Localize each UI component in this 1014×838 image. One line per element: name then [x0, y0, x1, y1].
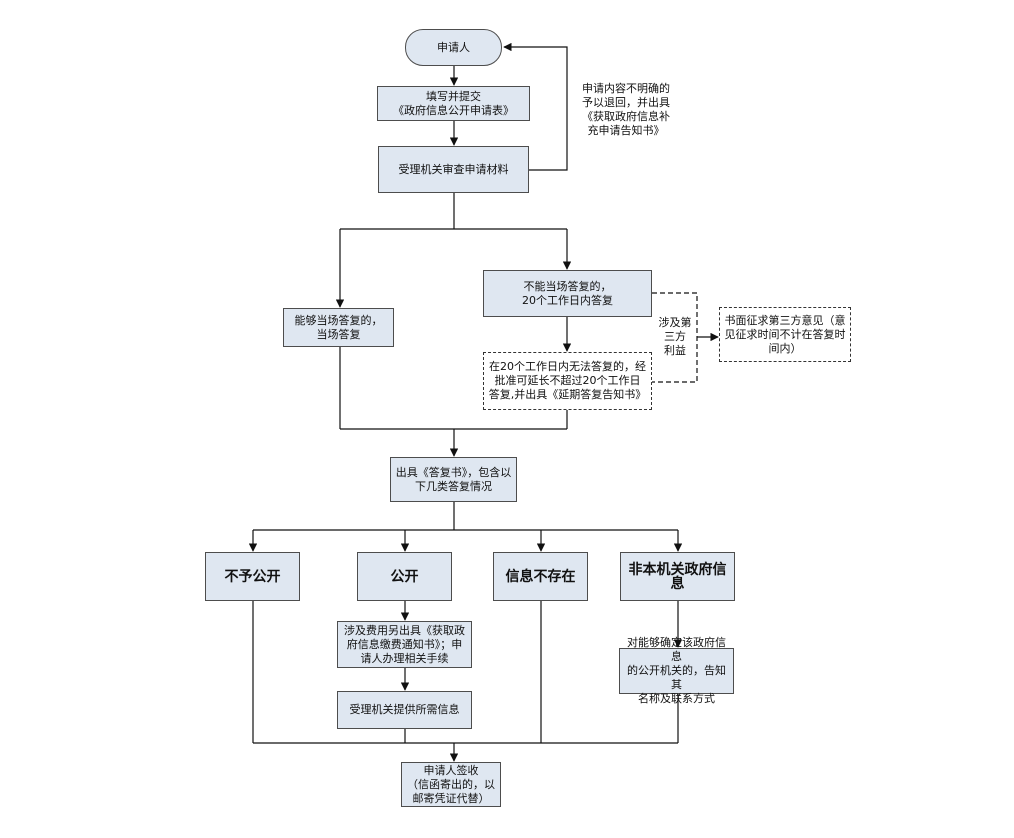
node-reply-letter: 出具《答复书》，包含以 下几类答复情况	[390, 457, 517, 502]
node-not-public: 不予公开	[205, 552, 300, 601]
node-fee: 涉及费用另出具《获取政 府信息缴费通知书》；申 请人办理相关手续	[337, 621, 472, 668]
note-return: 申请内容不明确的 予以退回，并出具 《获取政府信息补 充申请告知书》	[582, 82, 670, 137]
node-cannot-answer: 不能当场答复的， 20个工作日内答复	[483, 270, 652, 317]
node-inform: 对能够确定该政府信息 的公开机关的，告知其 名称及联系方式	[619, 636, 734, 705]
node-third-party: 书面征求第三方意见（意 见征求时间不计在答复时 间内）	[719, 307, 851, 362]
node-fill-form: 填写并提交 《政府信息公开申请表》	[377, 86, 530, 121]
node-provide: 受理机关提供所需信息	[337, 691, 472, 729]
node-extension: 在20个工作日内无法答复的，经 批准可延长不超过20个工作日 答复,并出具《延期…	[483, 352, 652, 410]
node-not-this-org: 非本机关政府信息	[620, 552, 735, 601]
node-applicant: 申请人	[405, 29, 502, 66]
node-public: 公开	[357, 552, 452, 601]
node-can-answer: 能够当场答复的， 当场答复	[283, 308, 394, 347]
node-review: 受理机关审查申请材料	[378, 146, 529, 193]
node-not-exist: 信息不存在	[493, 552, 588, 601]
node-sign: 申请人签收 （信函寄出的，以 邮寄凭证代替）	[401, 762, 501, 807]
note-third-party-label: 涉及第 三方 利益	[658, 316, 692, 357]
